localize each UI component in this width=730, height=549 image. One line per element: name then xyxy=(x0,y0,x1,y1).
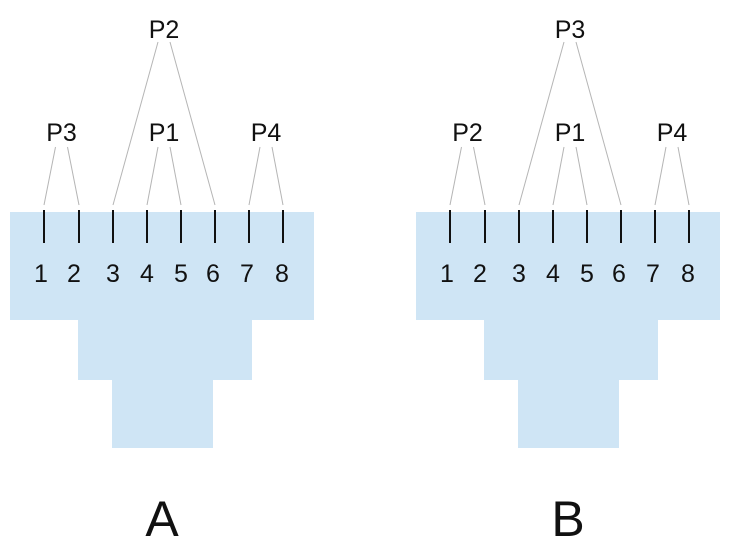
connector-neck xyxy=(484,320,658,380)
pair-line-p1 xyxy=(575,146,588,206)
pair-line-p3 xyxy=(43,146,56,206)
pair-label-p1: P1 xyxy=(555,119,586,147)
connector-tab xyxy=(518,380,619,448)
connector-neck xyxy=(78,320,252,380)
pin-number: 4 xyxy=(140,260,154,288)
pin-number: 6 xyxy=(206,260,220,288)
connector-body xyxy=(416,212,720,320)
pair-line-p4 xyxy=(654,146,667,206)
pin-number: 4 xyxy=(546,260,560,288)
connector-tab xyxy=(112,380,213,448)
connector-body xyxy=(10,212,314,320)
pair-line-p2 xyxy=(112,41,159,206)
pair-line-p4 xyxy=(677,146,690,206)
pair-label-p2: P2 xyxy=(452,119,483,147)
pair-line-p4 xyxy=(271,146,284,206)
diagram-label-b: B xyxy=(551,491,584,547)
pair-line-p2 xyxy=(169,41,216,206)
pair-line-p1 xyxy=(146,146,159,206)
diagram-label-a: A xyxy=(145,491,179,547)
pin-number: 2 xyxy=(67,260,81,288)
pin-number: 1 xyxy=(440,260,454,288)
pair-label-p4: P4 xyxy=(657,119,688,147)
pin-number: 7 xyxy=(646,260,660,288)
pair-line-p4 xyxy=(248,146,261,206)
pin-number: 8 xyxy=(681,260,695,288)
pair-line-p3 xyxy=(575,41,622,206)
pin-number: 8 xyxy=(275,260,289,288)
pin-number: 3 xyxy=(512,260,526,288)
pair-label-p3: P3 xyxy=(555,16,586,44)
pair-label-p1: P1 xyxy=(149,119,180,147)
pin-number: 7 xyxy=(240,260,254,288)
pin-number: 5 xyxy=(174,260,188,288)
pair-label-p3: P3 xyxy=(46,119,77,147)
pair-line-p1 xyxy=(169,146,182,206)
pin-number: 1 xyxy=(34,260,48,288)
pin-number: 6 xyxy=(612,260,626,288)
pair-label-p2: P2 xyxy=(149,16,180,44)
pair-line-p2 xyxy=(449,146,462,206)
pin-number: 3 xyxy=(106,260,120,288)
pair-line-p3 xyxy=(67,146,80,206)
pair-line-p2 xyxy=(473,146,486,206)
pair-line-p3 xyxy=(518,41,565,206)
pair-line-p1 xyxy=(552,146,565,206)
pair-label-p4: P4 xyxy=(251,119,282,147)
pin-number: 2 xyxy=(473,260,487,288)
pin-number: 5 xyxy=(580,260,594,288)
